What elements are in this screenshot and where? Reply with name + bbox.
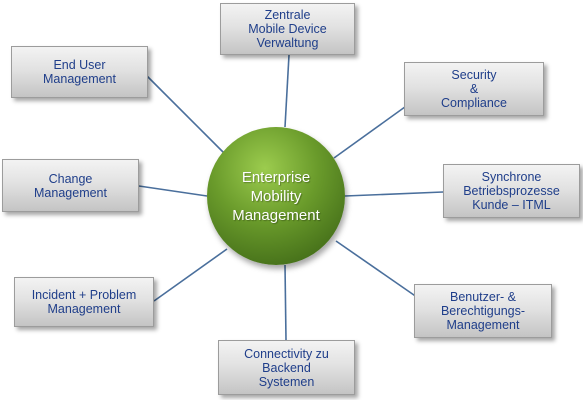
node-synchrone-betriebsprozesse-label: Synchrone Betriebsprozesse Kunde – ITML: [463, 170, 560, 212]
connector-line: [138, 185, 208, 197]
node-incident-problem: Incident + Problem Management: [14, 277, 154, 327]
node-end-user-management: End User Management: [11, 46, 148, 98]
hub-label: Enterprise Mobility Management: [232, 168, 320, 224]
node-synchrone-betriebsprozesse: Synchrone Betriebsprozesse Kunde – ITML: [443, 164, 580, 218]
node-incident-problem-label: Incident + Problem Management: [31, 288, 137, 316]
node-security-compliance: Security & Compliance: [404, 62, 544, 116]
connector-line: [344, 191, 444, 197]
node-connectivity: Connectivity zu Backend Systemen: [218, 340, 355, 395]
connector-line: [333, 98, 417, 159]
connector-line: [335, 240, 425, 303]
node-change-management: Change Management: [2, 159, 139, 212]
node-security-compliance-label: Security & Compliance: [440, 68, 507, 110]
hub-circle: Enterprise Mobility Management: [207, 127, 345, 265]
node-zentrale-mdm-label: Zentrale Mobile Device Verwaltung: [248, 8, 327, 50]
node-change-management-label: Change Management: [34, 171, 107, 200]
node-benutzer-berechtigungs-label: Benutzer- & Berechtigungs- Management: [440, 290, 526, 332]
connector-line: [145, 74, 227, 156]
connector-line: [284, 54, 290, 128]
node-benutzer-berechtigungs: Benutzer- & Berechtigungs- Management: [414, 284, 552, 338]
node-connectivity-label: Connectivity zu Backend Systemen: [244, 346, 329, 389]
node-zentrale-mdm: Zentrale Mobile Device Verwaltung: [220, 3, 355, 55]
node-end-user-management-label: End User Management: [43, 58, 116, 86]
connector-line: [153, 248, 228, 302]
connector-line: [284, 264, 287, 341]
